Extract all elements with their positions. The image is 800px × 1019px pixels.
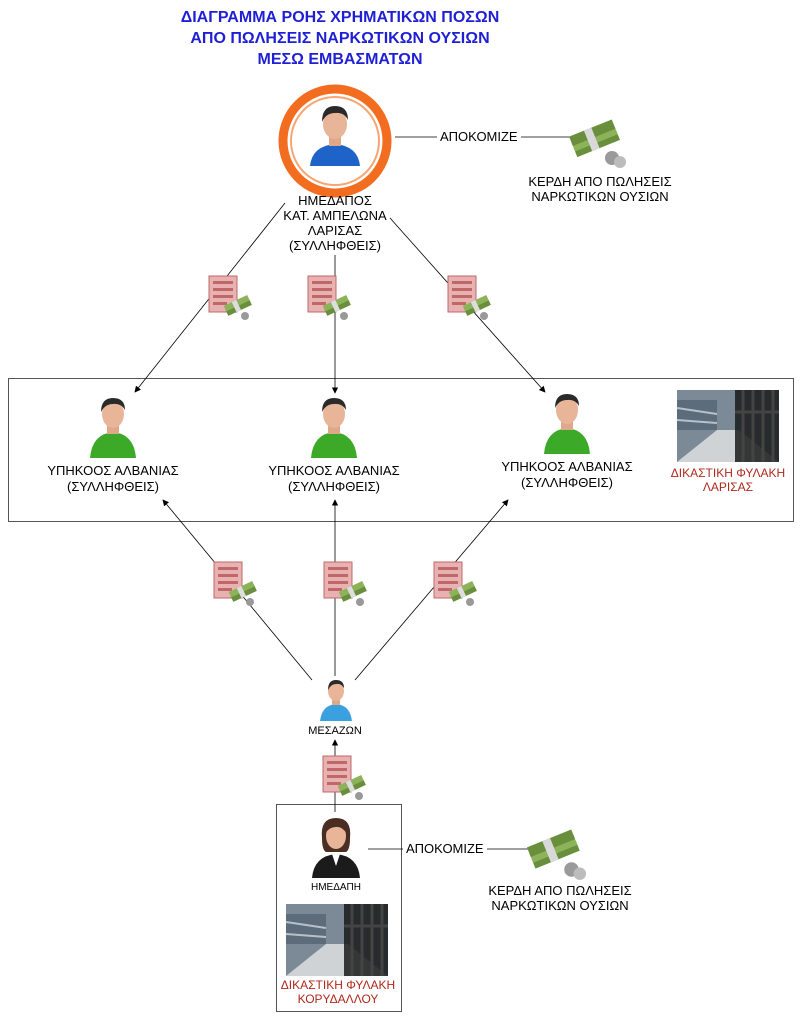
albanian-1-line-1: ΥΠΗΚΟΟΣ ΑΛΒΑΝΙΑΣ: [47, 463, 179, 478]
prison-korydallos-line-2: ΚΟΡΥΔΑΛΛΟΥ: [297, 992, 379, 1006]
woman-label: ΗΜΕΔΑΠΗ: [310, 882, 361, 893]
person-icon: [90, 398, 136, 458]
albanian-1-line-2: (ΣΥΛΛΗΦΘΕΙΣ): [67, 479, 159, 494]
prison-photo-icon: [677, 390, 779, 462]
remittance-form-icon: [447, 275, 491, 320]
korydallos-frame: [276, 804, 402, 1012]
top-person-line-1: ΗΜΕΔΑΠΟΣ: [298, 193, 372, 208]
person-icon: [320, 680, 352, 721]
albanian-3-line-1: ΥΠΗΚΟΟΣ ΑΛΒΑΝΙΑΣ: [501, 459, 633, 474]
albanian-2-line-2: (ΣΥΛΛΗΦΘΕΙΣ): [288, 479, 380, 494]
title-line-2: ΑΠΟ ΠΩΛΗΣΕΙΣ ΝΑΡΚΩΤΙΚΩΝ ΟΥΣΙΩΝ: [190, 30, 490, 47]
money-stack-icon: [526, 829, 587, 880]
remittance-form-icon: [307, 275, 351, 320]
profits-top-line-1: ΚΕΡΔΗ ΑΠΟ ΠΩΛΗΣΕΙΣ: [528, 174, 672, 189]
albanian-3-line-2: (ΣΥΛΛΗΦΘΕΙΣ): [521, 475, 613, 490]
woman-icon: [312, 818, 360, 878]
prison-larisa-line-2: ΛΑΡΙΣΑΣ: [702, 480, 754, 494]
title-line-1: ΔΙΑΓΡΑΜΜΑ ΡΟΗΣ ΧΡΗΜΑΤΙΚΩΝ ΠΟΣΩΝ: [180, 9, 500, 26]
money-stack-icon: [569, 119, 626, 168]
person-icon: [278, 84, 392, 198]
top-person-line-2: ΚΑΤ. ΑΜΠΕΛΩΝΑ: [283, 208, 387, 223]
remittance-form-icon: [433, 561, 477, 606]
intermediary-label: ΜΕΣΑΖΩΝ: [308, 725, 362, 737]
person-icon: [311, 398, 357, 458]
prison-larisa-line-1: ΔΙΚΑΣΤΙΚΗ ΦΥΛΑΚΗ: [670, 466, 786, 480]
profits-top-line-2: ΝΑΡΚΩΤΙΚΩΝ ΟΥΣΙΩΝ: [531, 189, 669, 204]
albanian-2-line-1: ΥΠΗΚΟΟΣ ΑΛΒΑΝΙΑΣ: [268, 463, 400, 478]
top-person-line-4: (ΣΥΛΛΗΦΘΕΙΣ): [289, 238, 381, 253]
collect-label-bottom: ΑΠΟΚΟΜΙΖΕ: [403, 841, 487, 856]
arrow-intermediary-to-albanian-3: [354, 499, 509, 681]
profits-bottom-line-1: ΚΕΡΔΗ ΑΠΟ ΠΩΛΗΣΕΙΣ: [488, 883, 632, 898]
profits-bottom-line-2: ΝΑΡΚΩΤΙΚΩΝ ΟΥΣΙΩΝ: [491, 898, 629, 913]
remittance-form-icon: [323, 561, 367, 606]
collect-label-top: ΑΠΟΚΟΜΙΖΕ: [437, 129, 521, 144]
prison-photo-icon: [286, 904, 388, 976]
prison-korydallos-line-1: ΔΙΚΑΣΤΙΚΗ ΦΥΛΑΚΗ: [280, 978, 396, 992]
person-icon: [544, 394, 590, 454]
title-line-3: ΜΕΣΩ ΕΜΒΑΣΜΑΤΩΝ: [257, 51, 423, 68]
albanians-frame: [8, 378, 794, 522]
remittance-form-icon: [213, 561, 257, 606]
remittance-form-icon: [208, 275, 252, 320]
remittance-form-icon: [322, 755, 366, 800]
top-person-line-3: ΛΑΡΙΣΑΣ: [307, 223, 363, 238]
